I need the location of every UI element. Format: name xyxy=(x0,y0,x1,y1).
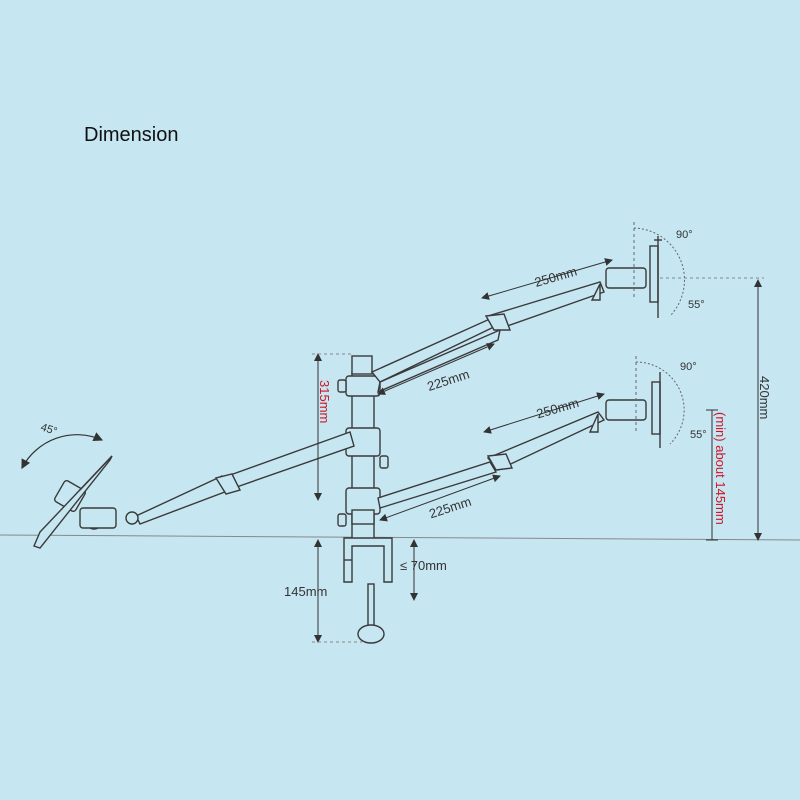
pole-height-label: 315mm xyxy=(317,380,332,423)
laptop-tilt-arc xyxy=(21,432,104,470)
lower-tilt-arc xyxy=(635,361,685,445)
upper-monitor-arm-label: 250mm xyxy=(533,264,579,290)
diagram-title: Dimension xyxy=(84,124,179,146)
laptop-tilt-label: 45° xyxy=(39,421,59,438)
total-height-label: 420mm xyxy=(757,376,772,419)
upper-tilt-down-label: 55° xyxy=(688,299,705,311)
lower-arm xyxy=(377,372,661,509)
upper-pole-arm-dim xyxy=(377,343,495,395)
laptop-arm xyxy=(33,431,355,549)
upper-arm xyxy=(370,236,662,394)
lower-monitor-arm-dim xyxy=(483,392,605,434)
min-height-about: about 145mm xyxy=(713,442,728,525)
upper-monitor-arm-dim xyxy=(481,258,613,300)
lower-pole-arm-dim xyxy=(379,474,501,522)
min-height-label: (min) about 145mm xyxy=(713,412,728,525)
clamp-depth-label: 145mm xyxy=(284,584,327,599)
desk-line xyxy=(0,534,800,541)
lower-tilt-up-label: 90° xyxy=(680,361,697,373)
lower-monitor-arm-label: 250mm xyxy=(535,395,581,421)
desk-clamp xyxy=(343,537,393,644)
min-height-min: (min) xyxy=(713,412,728,442)
upper-tilt-up-label: 90° xyxy=(676,229,693,241)
lower-tilt-down-label: 55° xyxy=(690,429,707,441)
lower-pole-arm-label: 225mm xyxy=(427,494,473,522)
clamp-width-label: ≤ 70mm xyxy=(400,558,447,573)
